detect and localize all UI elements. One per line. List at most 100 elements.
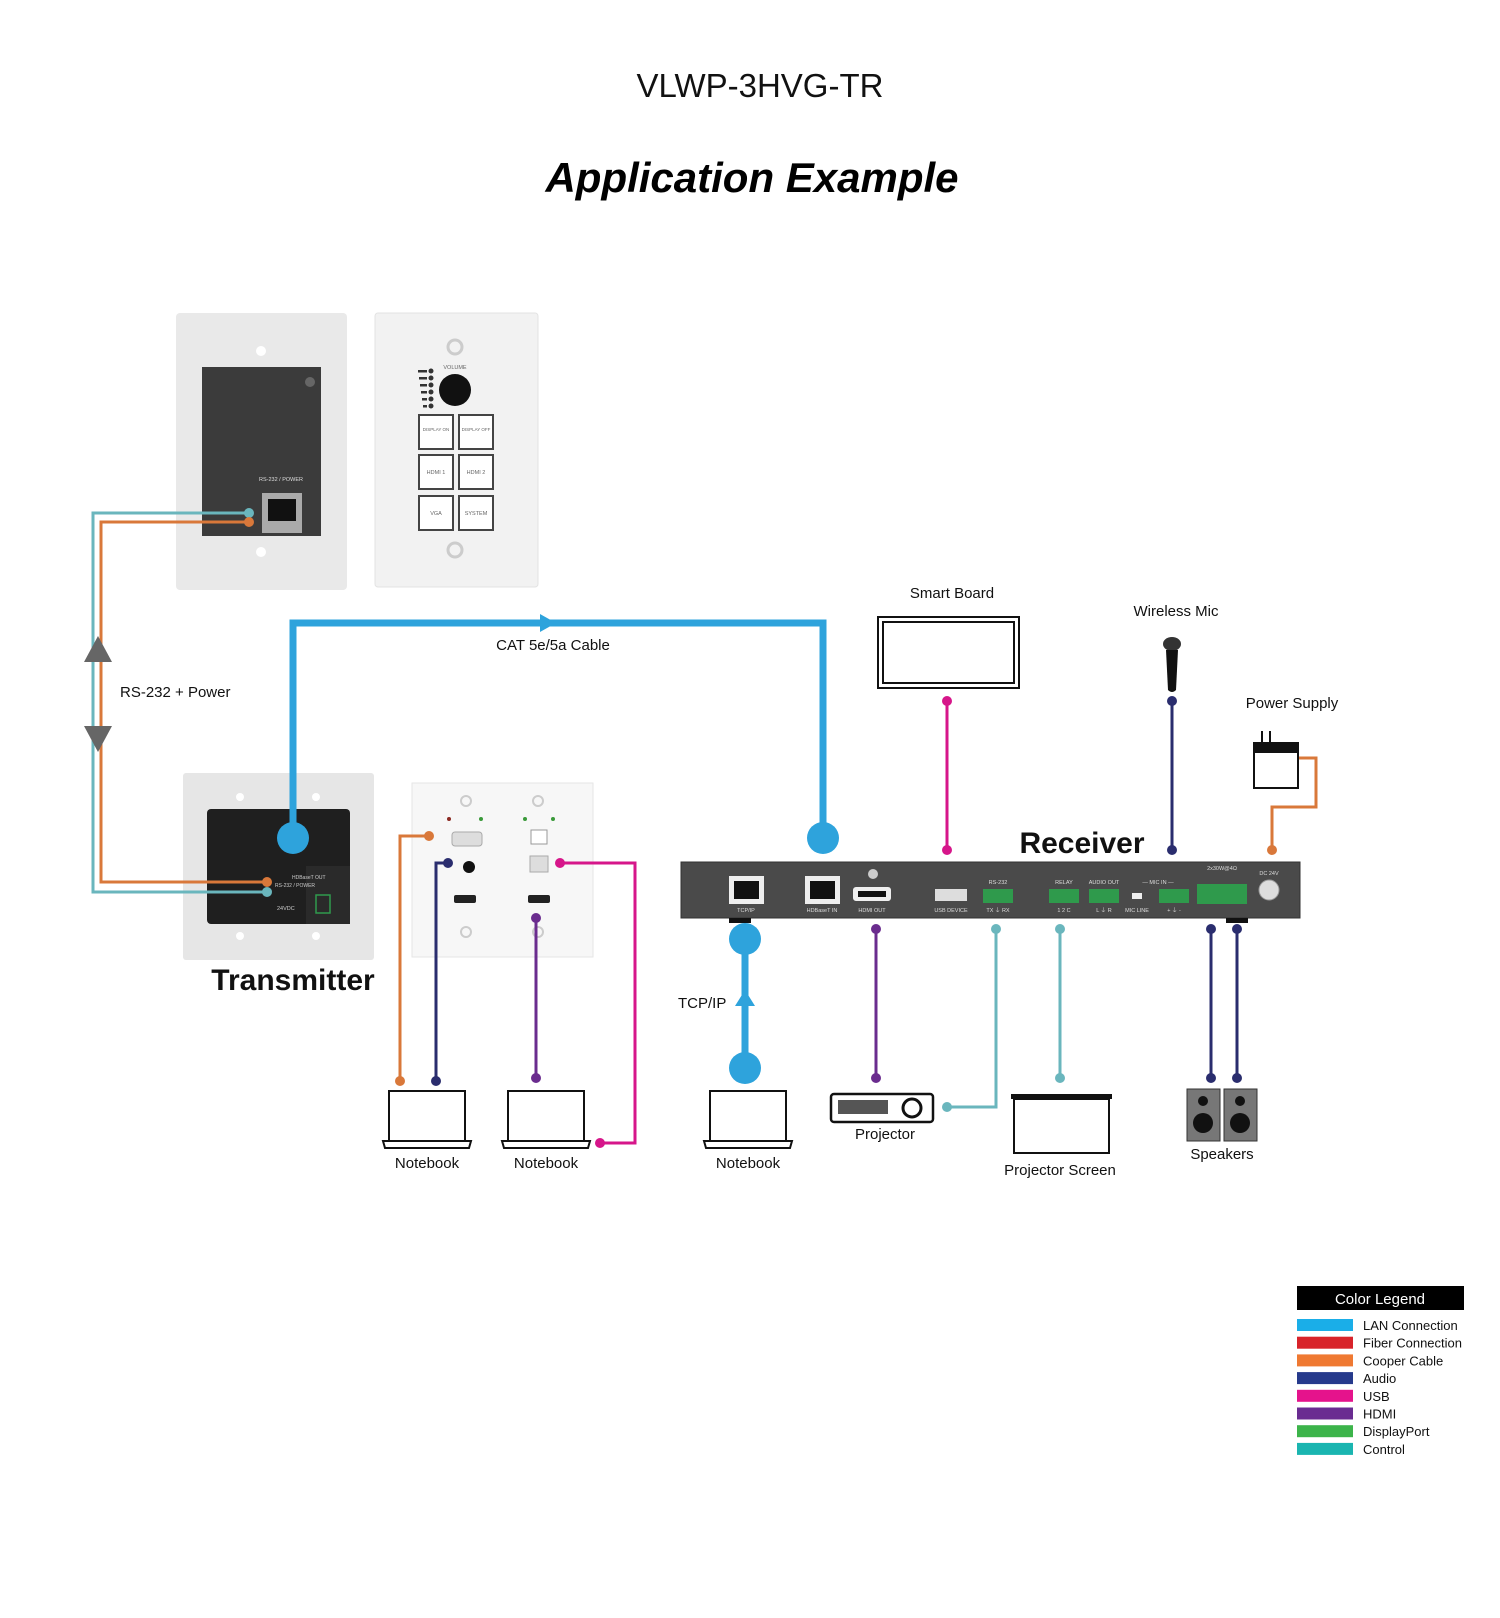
- legend-label: Cooper Cable: [1363, 1353, 1443, 1368]
- cable-endpoints: [244, 508, 1277, 1148]
- dc-power-jack: [1258, 879, 1280, 901]
- legend-label: LAN Connection: [1363, 1318, 1458, 1333]
- keypad-button[interactable]: [418, 454, 454, 490]
- usb-device-port: [935, 889, 967, 901]
- receiver-port-label-rs232-pins: TX ⏚ RX: [986, 907, 1010, 914]
- power-supply-label: Power Supply: [1246, 695, 1339, 712]
- notebook-icon: [381, 1090, 473, 1149]
- receiver-port-label-dc: DC 24V: [1259, 871, 1279, 877]
- keypad-button-label: SYSTEM: [465, 511, 488, 517]
- receiver-port-label-tcpip: TCP/IP: [737, 908, 755, 914]
- rs232-down-arrow: [84, 726, 112, 752]
- keypad-button[interactable]: [458, 454, 494, 490]
- receiver-port-label-mic-in: — MIC IN —: [1142, 880, 1174, 886]
- tcpip-direction-arrow: [735, 990, 755, 1006]
- audio-out-terminal: [1089, 889, 1119, 903]
- smart-board-label: Smart Board: [910, 585, 994, 602]
- receiver-port-label-relay-pins: 1 2 C: [1057, 908, 1070, 914]
- legend-swatch: [1297, 1442, 1353, 1455]
- usb-b-port: [529, 855, 549, 873]
- rs232-wall-plate: RS-232 / POWER: [176, 313, 347, 590]
- notebook-icon: [702, 1090, 794, 1149]
- model-title: VLWP-3HVG-TR: [637, 67, 884, 104]
- notebook-label: Notebook: [716, 1155, 781, 1172]
- receiver-port-label-audio-pins: L ⏚ R: [1096, 907, 1111, 914]
- hdmi-port-2: [528, 895, 550, 903]
- control-cable-projector: [947, 929, 998, 1109]
- relay-terminal: [1049, 889, 1079, 903]
- lan-cable-cat5e: [289, 619, 827, 838]
- receiver-port-label-rs232: RS-232: [989, 880, 1008, 886]
- smart-board: [877, 616, 1020, 689]
- transmitter-label: Transmitter: [211, 964, 375, 997]
- projector-screen-label: Projector Screen: [1004, 1162, 1116, 1179]
- legend-swatch: [1297, 1425, 1353, 1438]
- lan-direction-arrow: [540, 614, 556, 632]
- legend-label: USB: [1363, 1389, 1390, 1404]
- copper-cable-rs232: [99, 520, 267, 884]
- keypad-button-label: DISPLAY ON: [423, 427, 450, 432]
- rs232-power-cable-label: RS-232 + Power: [120, 684, 230, 701]
- rs232-power-port-label: RS-232 / POWER: [259, 477, 303, 483]
- keypad-button-label: HDMI 2: [467, 470, 486, 476]
- legend-swatch: [1297, 1354, 1353, 1367]
- notebook-label: Notebook: [395, 1155, 460, 1172]
- usb-cable-notebook: [560, 861, 637, 1145]
- receiver-port-label-amp: 2x30W@4Ω: [1207, 866, 1237, 872]
- receiver-port-label-audio-out: AUDIO OUT: [1089, 880, 1120, 886]
- transmitter-device: HDBaseT OUT RS-232 / POWER 24VDC: [183, 773, 374, 960]
- speaker-terminal: [1197, 884, 1247, 904]
- receiver-port-label-hdbaset-in: HDBaseT IN: [807, 908, 838, 914]
- keypad-button[interactable]: [418, 414, 454, 450]
- wireless-mic-icon: [1163, 637, 1181, 692]
- legend-title: Color Legend: [1335, 1291, 1425, 1308]
- legend-label: Fiber Connection: [1363, 1336, 1462, 1351]
- hdbaset-out-label: HDBaseT OUT: [292, 875, 326, 881]
- rs232-power-label: RS-232 / POWER: [275, 883, 315, 889]
- power-cable-supply: [1270, 756, 1318, 850]
- keypad-button[interactable]: [458, 495, 494, 531]
- legend-label: HDMI: [1363, 1407, 1396, 1422]
- volume-label: VOLUME: [443, 365, 467, 371]
- legend-swatch: [1297, 1372, 1353, 1385]
- rs232-terminal: [983, 889, 1013, 903]
- hdmi-port-1: [454, 895, 476, 903]
- legend-label: Control: [1363, 1442, 1405, 1457]
- input-wall-plate: [411, 782, 594, 958]
- volume-knob[interactable]: [439, 374, 471, 406]
- page-title: Application Example: [544, 154, 958, 201]
- speakers-icon: [1186, 1088, 1258, 1142]
- keypad-button[interactable]: [458, 414, 494, 450]
- vga-port: [451, 831, 483, 847]
- keypad-button[interactable]: [418, 495, 454, 531]
- wireless-mic-label: Wireless Mic: [1134, 603, 1219, 620]
- legend-swatch: [1297, 1389, 1353, 1402]
- receiver-label: Receiver: [1019, 827, 1144, 860]
- legend-swatch: [1297, 1319, 1353, 1331]
- receiver-port-label-hdmi-out: HDMI OUT: [858, 908, 886, 914]
- projector-label: Projector: [855, 1126, 915, 1143]
- mic-in-terminal: [1159, 889, 1189, 903]
- 24vdc-label: 24VDC: [277, 906, 295, 912]
- notebook-icon: [500, 1090, 592, 1149]
- legend-swatch: [1297, 1336, 1353, 1349]
- legend-label: DisplayPort: [1363, 1424, 1430, 1439]
- receiver-port-label-mic-line: MIC LINE: [1125, 908, 1149, 914]
- copper-cable-vga-notebook: [398, 834, 429, 1081]
- tcpip-cable-label: TCP/IP: [678, 995, 726, 1012]
- legend-swatch: [1297, 1407, 1353, 1420]
- projector-screen-icon: [1011, 1094, 1112, 1154]
- speakers-label: Speakers: [1190, 1146, 1253, 1163]
- notebook-label: Notebook: [514, 1155, 579, 1172]
- receiver-port-label-relay: RELAY: [1055, 880, 1073, 886]
- keypad-button-label: DISPLAY OFF: [462, 427, 491, 432]
- keypad-button-label: VGA: [430, 511, 442, 517]
- projector-icon: [829, 1092, 935, 1124]
- rs232-up-arrow: [84, 636, 112, 662]
- legend-label: Audio: [1363, 1371, 1396, 1386]
- receiver-port-label-mic-pins: + ⏚ -: [1167, 907, 1181, 914]
